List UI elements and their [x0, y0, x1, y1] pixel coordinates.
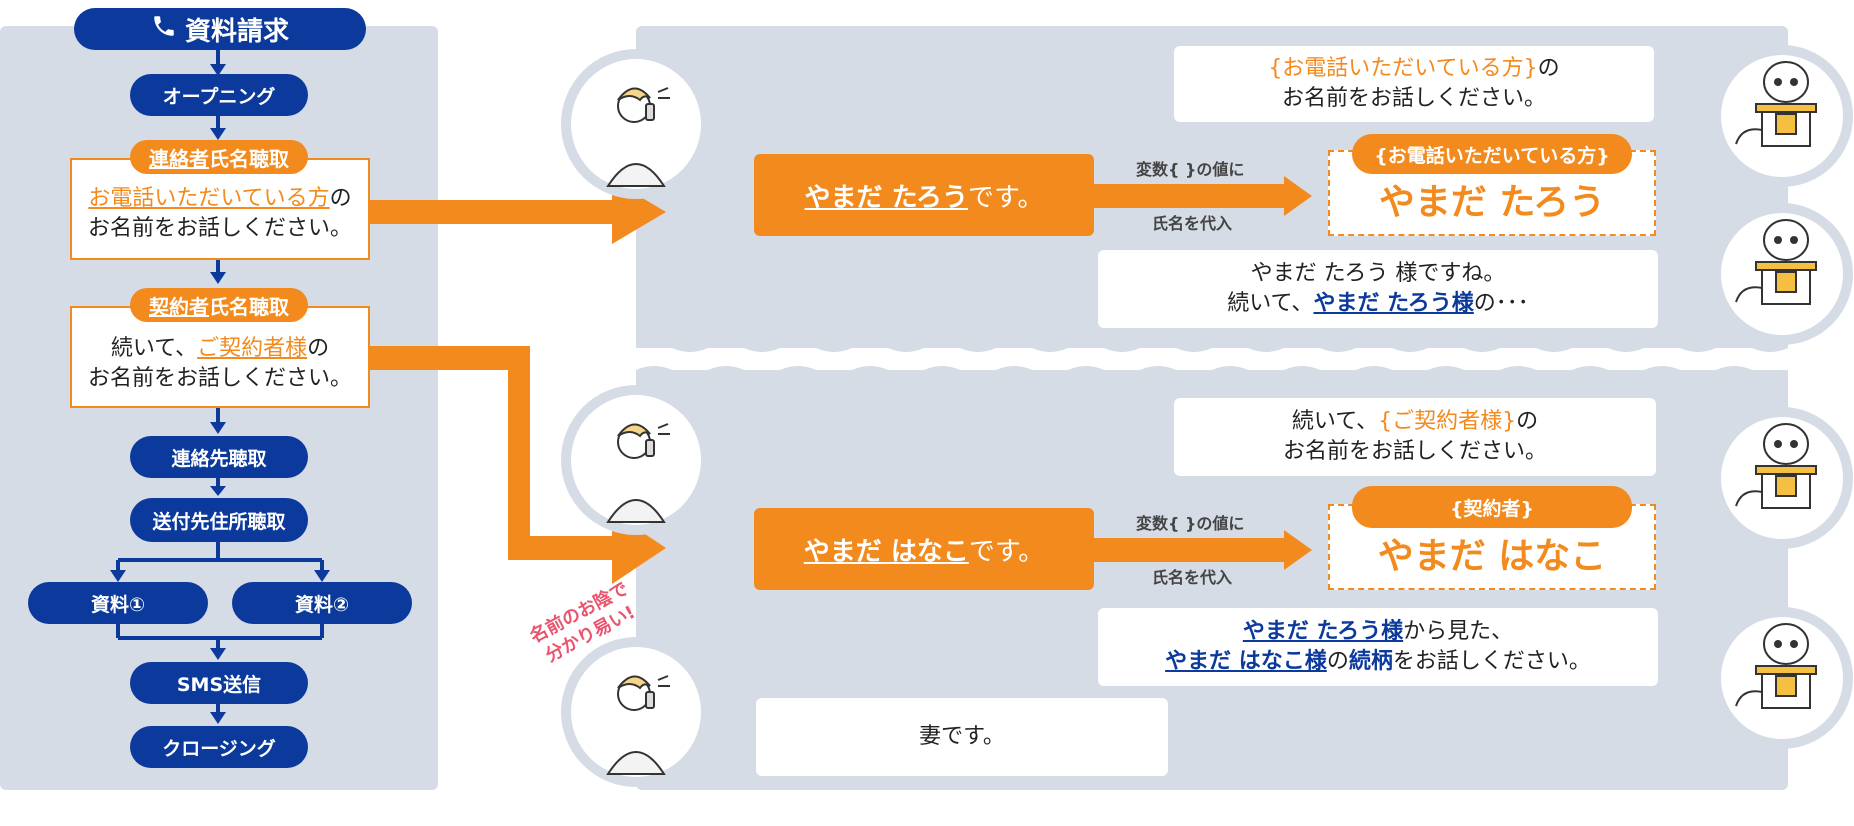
variable-tab-caller: {お電話いただいている方}	[1352, 134, 1632, 174]
bot-confirm-caller: やまだ たろう 様ですね。 続いて、やまだ たろう様の･･･	[1098, 250, 1658, 328]
request-pill: 資料請求	[74, 8, 366, 50]
variable-tab-contractor: {契約者}	[1352, 486, 1632, 528]
contractor-answer-bar: やまだ はなこです。	[754, 508, 1094, 590]
caller-avatar-1	[560, 48, 712, 200]
robot-icon	[1690, 407, 1853, 549]
caller-avatar-2	[560, 384, 712, 536]
request-label: 資料請求	[184, 16, 289, 47]
sms-pill: SMS送信	[130, 662, 308, 704]
contact-step-pill: 連絡先聴取	[130, 436, 308, 478]
robot-avatar-2	[1690, 200, 1854, 350]
material2-pill: 資料②	[232, 582, 412, 624]
phone-icon	[151, 13, 177, 46]
closing-pill: クロージング	[130, 726, 308, 768]
robot-avatar-4	[1690, 604, 1854, 754]
robot-icon	[1690, 45, 1853, 187]
arrow-to-bottom-panel	[370, 346, 666, 584]
bot-question-contractor: 続いて、{ご契約者様}の お名前をお話しください。	[1174, 398, 1656, 476]
caller-avatar-3	[560, 636, 712, 788]
assign-label-top-1: 変数{ }の値に	[1136, 160, 1245, 179]
robot-icon	[1690, 203, 1853, 345]
assign-label-bottom-1: 変数{ }の値に	[1136, 514, 1245, 533]
contact-name-box: お電話いただいている方の お名前をお話しください。	[70, 158, 370, 260]
caller-answer-bar: やまだ たろうです。	[754, 154, 1094, 236]
wave-separator	[636, 342, 1788, 378]
assign-arrow-top	[1094, 176, 1312, 216]
person-phone-icon	[561, 637, 711, 787]
person-phone-icon	[561, 385, 711, 535]
assign-label-top-2: 氏名を代入	[1152, 214, 1233, 233]
person-phone-icon	[561, 49, 711, 199]
address-step-pill: 送付先住所聴取	[130, 498, 308, 542]
opening-pill: オープニング	[130, 74, 308, 116]
flow-arrows	[370, 180, 666, 584]
contract-name-tab: 契約者氏名聴取	[130, 288, 308, 322]
robot-icon	[1690, 607, 1853, 749]
bot-question-caller: {お電話いただいている方}の お名前をお話しください。	[1174, 46, 1654, 122]
flow-connectors	[110, 48, 330, 724]
material1-pill: 資料①	[28, 582, 208, 624]
assign-label-bottom-2: 氏名を代入	[1152, 568, 1233, 587]
arrow-to-top-panel	[370, 180, 666, 244]
wife-reply-box: 妻です。	[756, 698, 1168, 776]
contract-name-box: 続いて、ご契約者様の お名前をお話しください。	[70, 306, 370, 408]
assign-arrow-bottom	[1094, 530, 1312, 570]
robot-avatar-1	[1690, 42, 1854, 192]
bot-question-relationship: やまだ たろう様から見た、 やまだ はなこ様の続柄をお話しください。	[1098, 608, 1658, 686]
robot-avatar-3	[1690, 404, 1854, 554]
contact-name-tab: 連絡者氏名聴取	[130, 140, 308, 174]
